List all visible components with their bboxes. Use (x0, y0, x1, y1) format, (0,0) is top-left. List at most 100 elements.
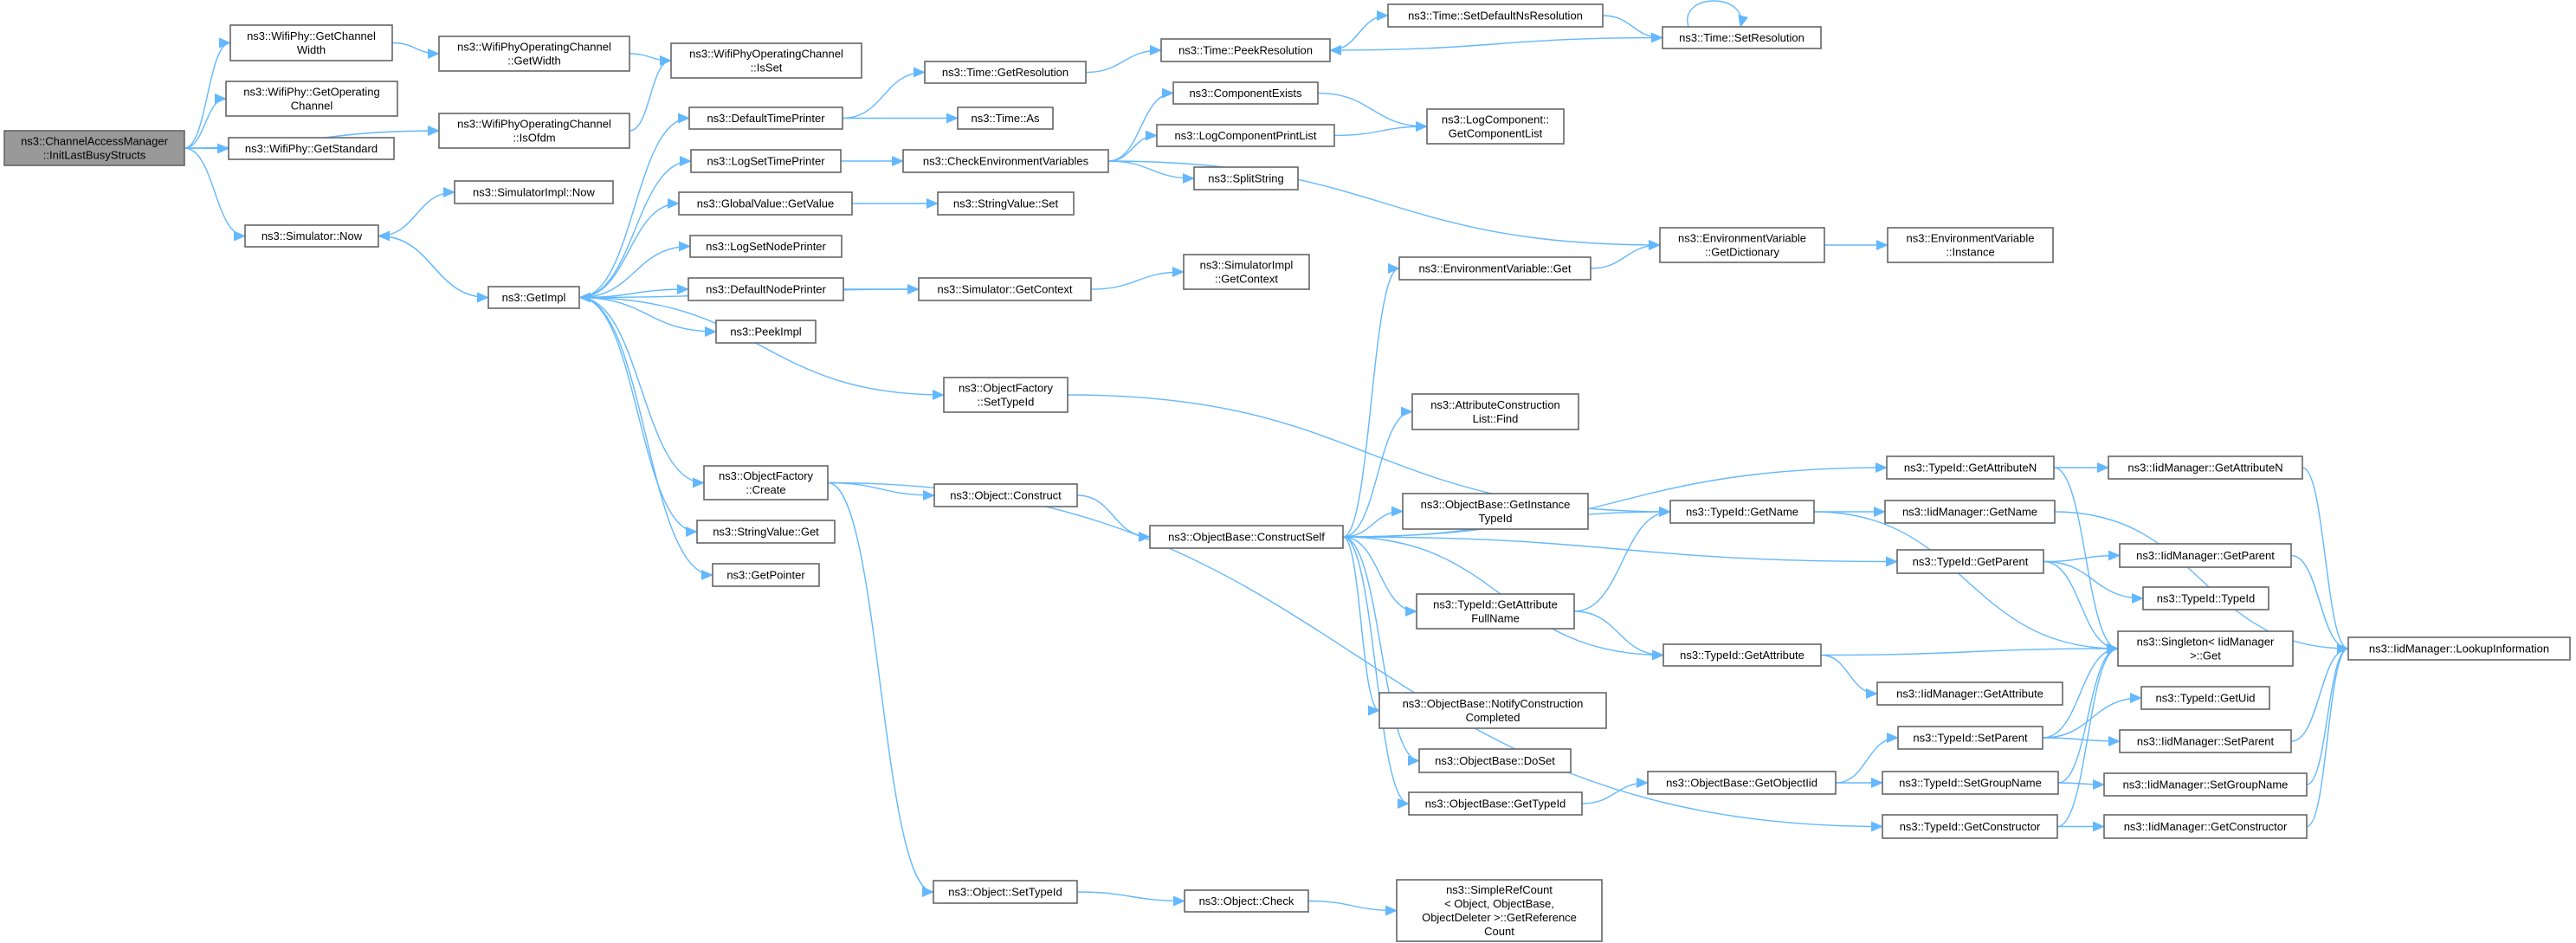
function-node-tsg[interactable]: ns3::TypeId::SetGroupName (1882, 771, 2059, 795)
node-label: ns3::StringValue::Get (713, 526, 819, 539)
node-label: ns3::EnvironmentVariable (1678, 232, 1806, 245)
function-node-lsnp[interactable]: ns3::LogSetNodePrinter (689, 235, 843, 258)
node-label: ns3::IidManager::GetConstructor (2124, 820, 2288, 833)
node-label: Count (1484, 925, 1514, 938)
node-label: ns3::TypeId::GetUid (2156, 692, 2256, 705)
function-node-gvgv[interactable]: ns3::GlobalValue::GetValue (678, 191, 853, 216)
function-node-split[interactable]: ns3::SplitString (1193, 166, 1299, 191)
function-node-tpr[interactable]: ns3::Time::PeekResolution (1160, 38, 1331, 62)
function-node-sigc[interactable]: ns3::SimulatorImpl::GetContext (1183, 254, 1310, 290)
node-label: ns3::Time::SetResolution (1679, 31, 1804, 44)
node-label: ns3::SimulatorImpl (1200, 259, 1294, 272)
function-node-isp[interactable]: ns3::IidManager::SetParent (2119, 729, 2292, 753)
function-node-dtp[interactable]: ns3::DefaultTimePrinter (688, 107, 843, 130)
function-node-lstp[interactable]: ns3::LogSetTimePrinter (690, 149, 842, 173)
call-edge-cev-to-lcpl (1107, 130, 1158, 162)
function-node-ign[interactable]: ns3::IidManager::GetName (1884, 500, 2056, 524)
node-box (487, 286, 580, 309)
call-edge-getImpl-to-lsnp (578, 241, 691, 299)
call-edge-getImpl-to-lstp (578, 156, 692, 299)
function-node-ofc[interactable]: ns3::ObjectFactory::Create (703, 465, 829, 501)
function-node-tgu[interactable]: ns3::TypeId::GetUid (2140, 686, 2270, 710)
function-node-tsp[interactable]: ns3::TypeId::SetParent (1897, 726, 2043, 750)
function-node-evgd[interactable]: ns3::EnvironmentVariable::GetDictionary (1659, 227, 1825, 263)
function-node-simNow[interactable]: ns3::Simulator::Now (244, 224, 379, 248)
function-node-tti[interactable]: ns3::TypeId::TypeId (2142, 586, 2269, 610)
function-node-tgan[interactable]: ns3::TypeId::GetAttributeN (1886, 455, 2055, 480)
function-node-evget[interactable]: ns3::EnvironmentVariable::Get (1398, 256, 1591, 281)
node-box (1184, 889, 1309, 913)
function-node-ost[interactable]: ns3::Object::SetTypeId (933, 880, 1078, 904)
call-edge-root-to-gcw (184, 37, 231, 149)
function-node-tas[interactable]: ns3::Time::As (957, 107, 1054, 130)
function-node-sgc[interactable]: ns3::Simulator::GetContext (918, 277, 1092, 301)
function-node-peek[interactable]: ns3::PeekImpl (715, 320, 817, 344)
node-box (1426, 108, 1565, 145)
function-node-igp[interactable]: ns3::IidManager::GetParent (2119, 543, 2292, 568)
call-edge-cev-to-evgd (1107, 160, 1661, 250)
node-box (1669, 500, 1815, 524)
function-node-getImpl[interactable]: ns3::GetImpl (487, 286, 580, 309)
call-edge-ofc-to-ost (827, 481, 934, 897)
function-node-cs[interactable]: ns3::ObjectBase::ConstructSelf (1149, 525, 1344, 549)
node-label: ns3::TypeId::SetParent (1913, 732, 2028, 745)
function-node-ofdm[interactable]: ns3::WifiPhyOperatingChannel::IsOfdm (438, 113, 630, 149)
function-node-obgt[interactable]: ns3::ObjectBase::GetTypeId (1408, 791, 1583, 816)
function-node-doset[interactable]: ns3::ObjectBase::DoSet (1418, 748, 1572, 773)
node-box (2119, 543, 2292, 568)
node-box (688, 277, 844, 301)
function-node-tgr[interactable]: ns3::Time::GetResolution (924, 61, 1087, 84)
function-node-svget[interactable]: ns3::StringValue::Get (696, 520, 836, 544)
function-node-tsdns[interactable]: ns3::Time::SetDefaultNsResolution (1387, 3, 1604, 28)
function-node-ocw[interactable]: ns3::WifiPhyOperatingChannel::GetWidth (438, 36, 630, 72)
function-node-lcpl[interactable]: ns3::LogComponentPrintList (1156, 124, 1335, 147)
function-node-tgn[interactable]: ns3::TypeId::GetName (1669, 500, 1815, 524)
call-edge-getImpl-to-svget (578, 296, 698, 537)
function-node-isg[interactable]: ns3::IidManager::SetGroupName (2103, 772, 2308, 797)
function-node-cev[interactable]: ns3::CheckEnvironmentVariables (902, 149, 1109, 173)
node-box (454, 180, 614, 204)
root-function-node[interactable]: ns3::ChannelAccessManager::InitLastBusyS… (3, 130, 185, 166)
function-node-igc[interactable]: ns3::IidManager::GetConstructor (2103, 814, 2308, 839)
function-node-dnp[interactable]: ns3::DefaultNodePrinter (688, 277, 844, 301)
function-node-evi[interactable]: ns3::EnvironmentVariable::Instance (1887, 227, 2054, 263)
function-node-chk[interactable]: ns3::Object::Check (1184, 889, 1309, 913)
call-edge-igc-to-lookup (2306, 643, 2349, 828)
function-node-gstd[interactable]: ns3::WifiPhy::GetStandard (228, 137, 395, 160)
function-node-iga[interactable]: ns3::IidManager::GetAttribute (1876, 681, 2063, 706)
nodes-layer: ns3::ChannelAccessManager::InitLastBusyS… (3, 3, 2571, 942)
node-label: ns3::LogComponent:: (1442, 113, 1549, 126)
call-edge-cs-to-tgafn (1342, 536, 1417, 617)
call-edge-cex-to-lcgcl (1317, 92, 1428, 132)
function-node-tgp[interactable]: ns3::TypeId::GetParent (1896, 549, 2044, 574)
function-node-svset[interactable]: ns3::StringValue::Set (937, 191, 1075, 216)
node-label: ns3::IidManager::GetAttributeN (2127, 462, 2282, 475)
function-node-sing[interactable]: ns3::Singleton< IidManager>::Get (2117, 630, 2294, 667)
function-node-src[interactable]: ns3::SimpleRefCount< Object, ObjectBase,… (1396, 879, 1603, 942)
call-edge-cs-to-evget (1342, 263, 1400, 538)
node-label: ns3::Object::Construct (950, 489, 1062, 502)
call-edge-tgp-to-tti (2043, 560, 2144, 604)
function-node-simImplNow[interactable]: ns3::SimulatorImpl::Now (454, 180, 614, 204)
function-node-tgc[interactable]: ns3::TypeId::GetConstructor (1882, 814, 2058, 839)
function-node-ofst[interactable]: ns3::ObjectFactory::SetTypeId (943, 377, 1068, 413)
function-node-gptr[interactable]: ns3::GetPointer (712, 563, 820, 587)
node-label: ns3::WifiPhy::GetStandard (245, 142, 378, 155)
function-node-nocc[interactable]: ns3::ObjectBase::NotifyConstructionCompl… (1378, 692, 1607, 729)
node-box (2140, 686, 2270, 710)
function-node-tsr[interactable]: ns3::Time::SetResolution (1662, 26, 1822, 49)
function-node-igan[interactable]: ns3::IidManager::GetAttributeN (2108, 455, 2303, 480)
function-node-goi[interactable]: ns3::ObjectBase::GetObjectIid (1647, 771, 1837, 795)
function-node-lcgcl[interactable]: ns3::LogComponent::GetComponentList (1426, 108, 1565, 145)
function-node-tga[interactable]: ns3::TypeId::GetAttribute (1662, 643, 1822, 667)
node-box (438, 113, 630, 149)
function-node-cex[interactable]: ns3::ComponentExists (1172, 81, 1319, 105)
function-node-oc[interactable]: ns3::Object::Construct (933, 483, 1078, 507)
function-node-lookup[interactable]: ns3::IidManager::LookupInformation (2347, 636, 2571, 661)
function-node-isset[interactable]: ns3::WifiPhyOperatingChannel::IsSet (670, 42, 862, 79)
